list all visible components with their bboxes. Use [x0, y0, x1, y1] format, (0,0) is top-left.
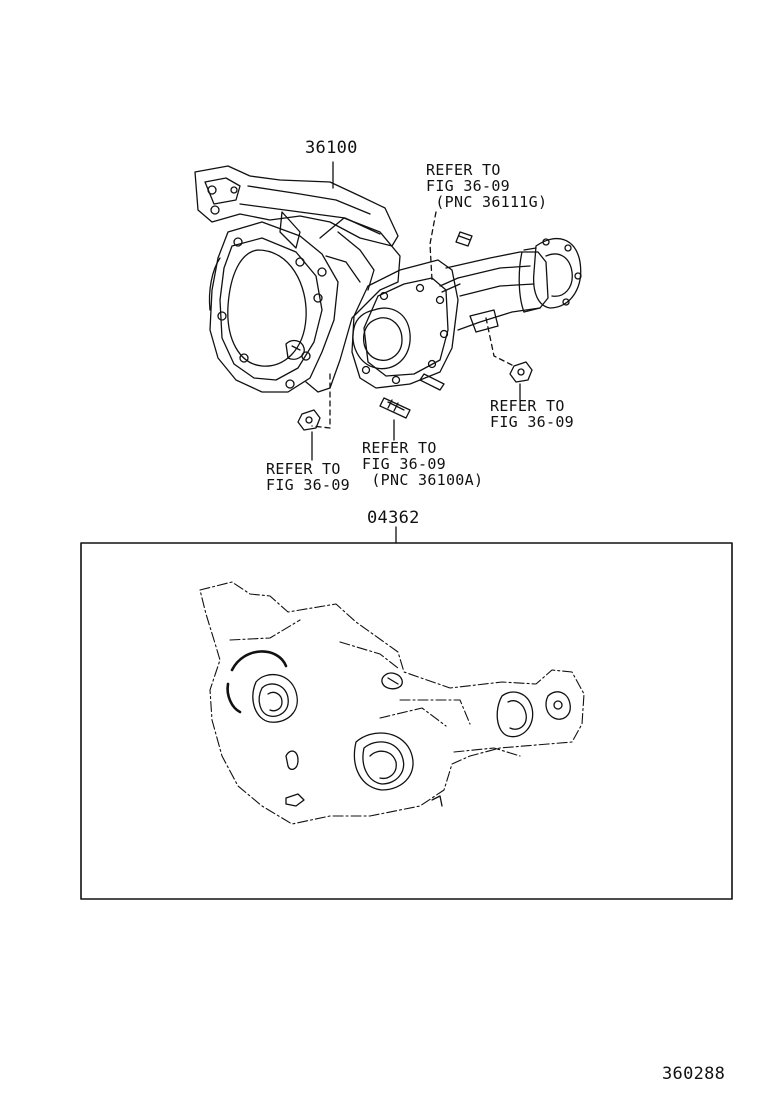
callout-line: REFER TO [490, 397, 565, 415]
callout-line: (PNC 36111G) [426, 193, 548, 211]
transfer-case-assembly [194, 161, 582, 461]
callout-line: (PNC 36100A) [362, 471, 484, 489]
gasket-kit-phantom-case [199, 581, 585, 825]
part-number-36100: 36100 [305, 138, 358, 158]
callout-line: REFER TO [266, 460, 341, 478]
callout-line: REFER TO [362, 439, 437, 457]
callout-line: FIG 36-09 [362, 455, 446, 473]
callout-line: FIG 36-09 [490, 413, 574, 431]
callout-line: FIG 36-09 [266, 476, 350, 494]
callout-left-nut: REFER TO FIG 36-09 [266, 461, 350, 493]
callout-line: FIG 36-09 [426, 177, 510, 195]
callout-line: REFER TO [426, 161, 501, 179]
callout-right-nut: REFER TO FIG 36-09 [490, 398, 574, 430]
figure-id: 360288 [662, 1064, 726, 1084]
gasket-kit-box [80, 526, 733, 900]
part-number-04362: 04362 [367, 508, 420, 528]
callout-upper-right: REFER TO FIG 36-09 (PNC 36111G) [426, 162, 547, 210]
callout-lower-stud: REFER TO FIG 36-09 (PNC 36100A) [362, 440, 483, 488]
